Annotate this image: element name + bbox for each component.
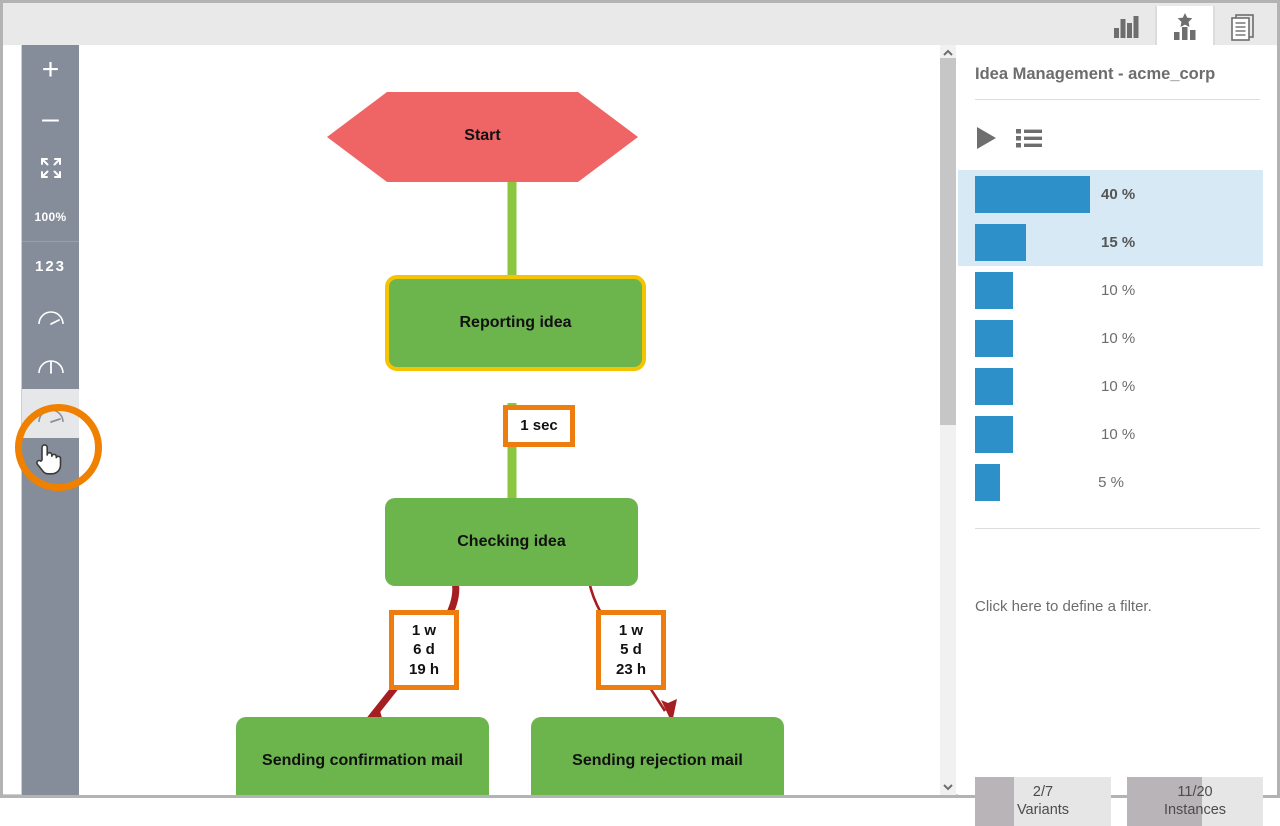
node-label-sending-confirmation-mail: Sending confirmation mail (262, 752, 463, 769)
stat-value: 11/20 (1177, 784, 1213, 801)
variant-percent-label: 10 % (1101, 281, 1136, 299)
variant-percent-label: 10 % (1101, 377, 1136, 395)
node-label-reporting-idea: Reporting idea (459, 314, 572, 331)
top-header-bar (3, 3, 1277, 48)
panel-title-divider (975, 99, 1260, 100)
stat-value: 2/7 (1032, 784, 1054, 801)
define-filter-link[interactable]: Click here to define a filter. (975, 598, 1152, 615)
panel-action-row (974, 125, 1042, 151)
process-flow-diagram: Start Reporting idea Checking idea Sendi… (22, 45, 956, 795)
window-border-right (1277, 0, 1280, 798)
stat-label: Variants (1016, 801, 1070, 818)
fit-screen-icon (40, 157, 61, 178)
variant-bar (975, 367, 1013, 405)
gauge-icon-2 (37, 359, 64, 374)
process-star-icon-button[interactable] (1157, 6, 1213, 48)
fit-screen-button[interactable] (22, 143, 79, 192)
scrollbar-thumb[interactable] (940, 58, 956, 425)
start-hexagon-shape (327, 92, 638, 182)
variant-bar (975, 223, 1026, 261)
window-border-top (0, 0, 1280, 3)
edge-label-line: 6 d (413, 641, 435, 659)
document-icon-button[interactable] (1215, 6, 1271, 48)
view-mode-toolbar (1099, 6, 1271, 48)
variant-row[interactable]: 15 % (958, 218, 1263, 266)
gauge-icon-3 (37, 408, 64, 423)
variant-row[interactable]: 5 % (958, 458, 1263, 506)
variant-percent-label: 15 % (1101, 233, 1136, 251)
node-label-start: Start (464, 127, 501, 144)
play-icon (977, 127, 996, 149)
variant-percent-label: 5 % (1098, 473, 1124, 491)
edge-label-line: 5 d (620, 641, 642, 659)
right-side-panel: Idea Management - acme_corp 40 %15 %10 (958, 45, 1277, 826)
variant-row[interactable]: 10 % (958, 362, 1263, 410)
scroll-down-arrow-icon[interactable] (940, 779, 956, 795)
node-sending-rejection-mail[interactable]: Sending rejection mail (531, 717, 784, 795)
list-icon (1016, 129, 1042, 148)
flow-edges (327, 92, 677, 737)
rail-divider (22, 241, 79, 242)
variant-percent-label: 10 % (1101, 425, 1136, 443)
process-canvas[interactable]: Start Reporting idea Checking idea Sendi… (22, 45, 956, 795)
scroll-up-arrow-icon[interactable] (940, 45, 956, 61)
toolbar-divider-1 (1155, 6, 1157, 48)
scroll-down-arrow-button[interactable] (940, 779, 956, 795)
variant-bar (975, 271, 1013, 309)
frequency-metric-button[interactable]: 123 (34, 258, 67, 275)
gauge-icon-2-button[interactable] (22, 340, 79, 389)
gauge-icon-3-button[interactable] (22, 389, 79, 438)
node-checking-idea[interactable]: Checking idea (385, 498, 638, 586)
edge-label-line: 1 sec (520, 417, 558, 435)
variant-row[interactable]: 10 % (958, 266, 1263, 314)
edge-label-line: 1 w (411, 622, 437, 640)
zoom-in-button[interactable]: + (41, 52, 60, 86)
variant-distribution-chart: 40 % 15 % 10 % 10 % 10 % 10 % 5 % (958, 170, 1263, 506)
variant-row[interactable]: 10 % (958, 314, 1263, 362)
process-star-icon (1174, 13, 1196, 40)
gauge-icon-1-button[interactable] (22, 291, 79, 340)
canvas-toolbar: + – 100% 123 (22, 45, 79, 795)
variant-bar (975, 463, 1000, 501)
window-border-left (0, 0, 3, 798)
edge-label-1sec: 1 sec (503, 405, 575, 447)
bar-chart-icon (1114, 16, 1139, 38)
variant-row[interactable]: 10 % (958, 410, 1263, 458)
node-reporting-idea[interactable]: Reporting idea (385, 275, 646, 371)
variant-bar (975, 319, 1013, 357)
toolbar-divider-2 (1213, 6, 1215, 48)
variant-row[interactable]: 40 % (958, 170, 1263, 218)
gauge-icon-1 (37, 310, 64, 325)
filter-divider (975, 528, 1260, 529)
zoom-out-button[interactable]: – (42, 101, 59, 135)
variant-percent-label: 40 % (1101, 185, 1136, 203)
node-label-sending-rejection-mail: Sending rejection mail (572, 752, 743, 769)
node-sending-confirmation-mail[interactable]: Sending confirmation mail (236, 717, 489, 795)
panel-title: Idea Management - acme_corp (975, 65, 1216, 83)
variant-bar (975, 415, 1013, 453)
stat-label: Instances (1163, 801, 1227, 818)
document-icon (1231, 14, 1254, 41)
edge-label-line: 1 w (618, 622, 644, 640)
variant-list-button[interactable] (1016, 127, 1042, 149)
edge-label-confirmation-duration: 1 w 6 d 19 h (389, 610, 459, 690)
window-border-bottom (0, 795, 1280, 798)
play-animation-button[interactable] (974, 125, 998, 151)
variant-bar (975, 175, 1090, 213)
edge-label-line: 19 h (408, 660, 439, 678)
node-label-checking-idea: Checking idea (457, 533, 566, 550)
bar-chart-icon-button[interactable] (1099, 6, 1155, 48)
edge-label-line: 23 h (615, 660, 646, 678)
edge-label-rejection-duration: 1 w 5 d 23 h (596, 610, 666, 690)
zoom-level-label: 100% (34, 209, 67, 224)
variant-percent-label: 10 % (1101, 329, 1136, 347)
